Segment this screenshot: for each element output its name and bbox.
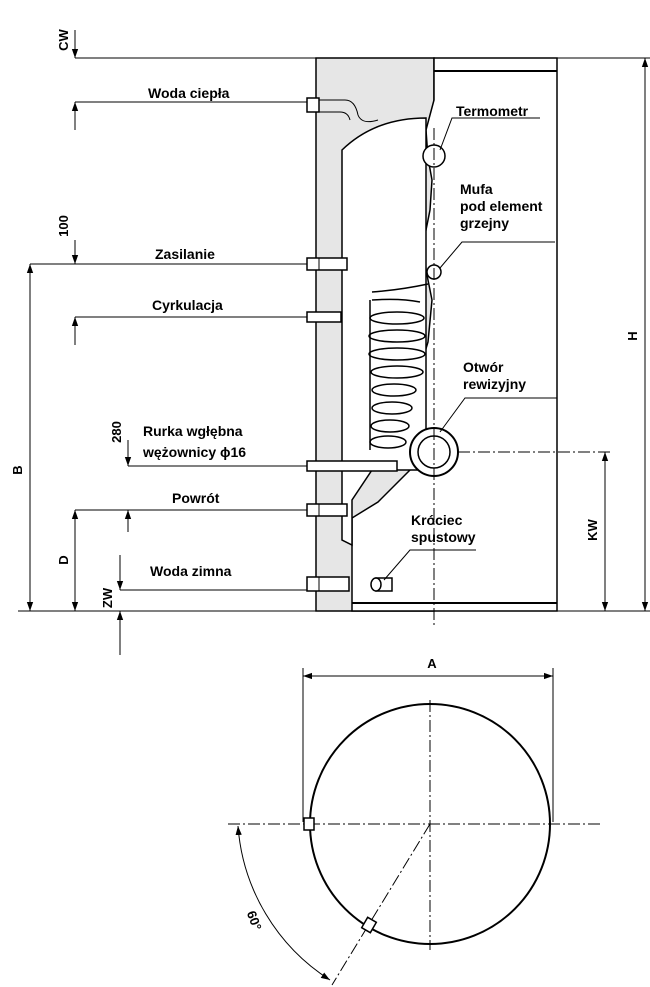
label-rurka-1: Rurka wgłębna bbox=[143, 423, 243, 439]
label-termometr: Termometr bbox=[456, 103, 529, 119]
top-pipe-stub-angled bbox=[360, 916, 378, 934]
label-mufa-2: pod element bbox=[460, 198, 543, 214]
label-woda-zimna: Woda zimna bbox=[150, 563, 232, 579]
drain-stub-icon bbox=[370, 577, 393, 592]
pipe-powrot bbox=[306, 503, 348, 517]
pipe-woda-ciepla bbox=[306, 97, 320, 113]
pipe-woda-zimna bbox=[306, 576, 350, 592]
label-otwor-2: rewizyjny bbox=[463, 376, 526, 392]
dim-a: A bbox=[427, 656, 437, 671]
label-mufa-1: Mufa bbox=[460, 181, 493, 197]
label-zasilanie: Zasilanie bbox=[155, 246, 215, 262]
dim-d: D bbox=[56, 555, 71, 564]
dim-kw: KW bbox=[585, 518, 600, 540]
dim-280: 280 bbox=[109, 421, 124, 443]
dim-zw: ZW bbox=[100, 587, 115, 608]
label-otwor-1: Otwór bbox=[463, 359, 504, 375]
dimension-labels: CW 100 280 B D ZW H KW A 60° bbox=[10, 28, 640, 932]
dim-100: 100 bbox=[56, 215, 71, 237]
label-cyrkulacja: Cyrkulacja bbox=[152, 297, 223, 313]
pipe-zasilanie bbox=[306, 257, 348, 271]
label-rurka-2: wężownicy ϕ16 bbox=[142, 444, 246, 460]
pipe-rurka bbox=[306, 460, 398, 472]
pipe-cyrkulacja bbox=[306, 311, 342, 323]
dim-angle: 60° bbox=[244, 909, 265, 933]
label-powrot: Powrót bbox=[172, 490, 220, 506]
heating-coil bbox=[368, 283, 429, 450]
dim-cw: CW bbox=[56, 28, 71, 50]
label-woda-ciepla: Woda ciepła bbox=[148, 85, 230, 101]
dim-h: H bbox=[625, 331, 640, 340]
leader-lines bbox=[18, 57, 650, 612]
top-view bbox=[228, 700, 600, 986]
label-krociec-2: spustowy bbox=[411, 529, 476, 545]
top-pipe-stub bbox=[303, 817, 315, 831]
dim-b: B bbox=[10, 465, 25, 474]
label-krociec-1: Króciec bbox=[411, 512, 463, 528]
side-view bbox=[306, 57, 610, 625]
label-mufa-3: grzejny bbox=[460, 215, 509, 231]
labels: Woda ciepła Zasilanie Cyrkulacja Rurka w… bbox=[142, 85, 543, 579]
dimension-lines bbox=[26, 30, 649, 822]
